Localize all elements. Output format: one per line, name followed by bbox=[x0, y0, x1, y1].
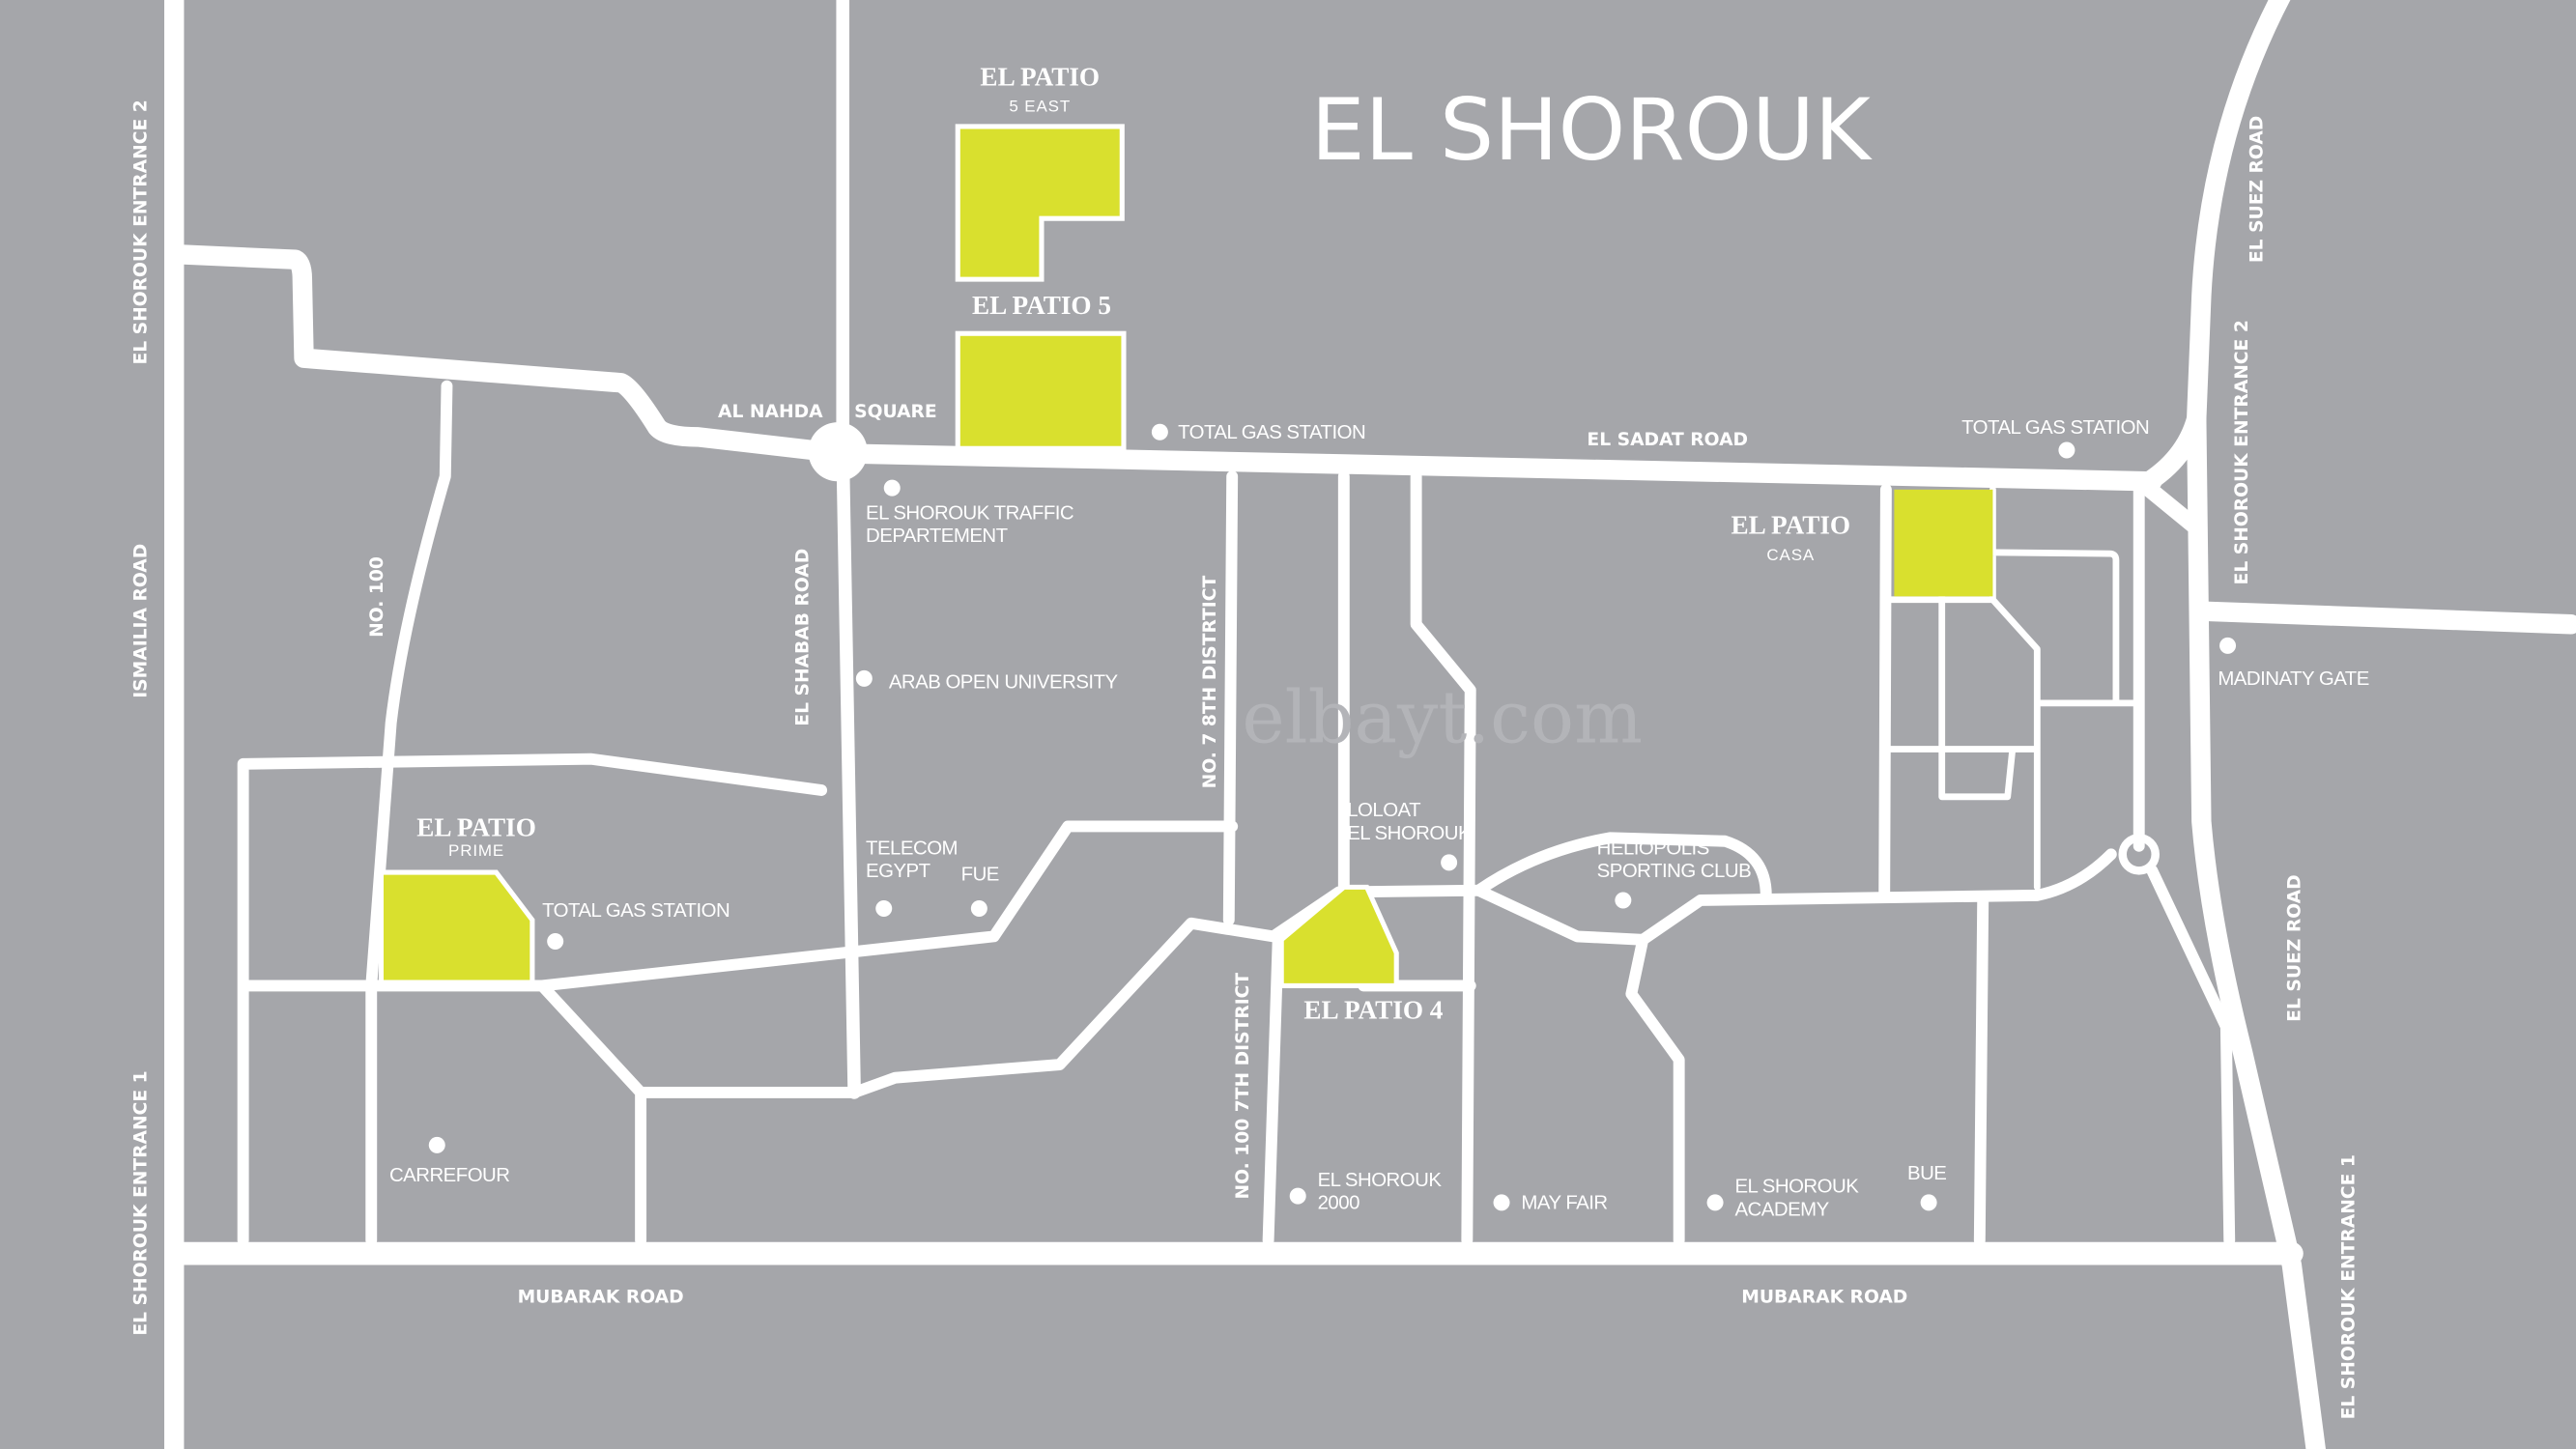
plot-el-patio-5[interactable] bbox=[955, 330, 1127, 451]
plot-el-patio-prime[interactable] bbox=[378, 869, 535, 985]
poi-label: TELECOM bbox=[866, 838, 958, 859]
poi-marker bbox=[1615, 892, 1632, 909]
poi-label: CARREFOUR bbox=[389, 1165, 510, 1186]
poi-marker bbox=[547, 932, 564, 950]
poi-label: EL SHOROUK bbox=[1318, 1170, 1443, 1191]
road-label: NO. 100 bbox=[367, 556, 387, 638]
poi-label: FUE bbox=[961, 865, 999, 886]
poi-label: EL SHOROUK bbox=[1734, 1177, 1859, 1198]
poi-label: MADINATY GATE bbox=[2218, 668, 2368, 690]
plot-el-patio-4[interactable] bbox=[1278, 884, 1399, 988]
road-label: EL SHOROUK ENTRANCE 1 bbox=[130, 1070, 151, 1335]
road-label: NO. 100 7TH DISTRICT bbox=[1233, 973, 1253, 1200]
poi-marker bbox=[970, 899, 987, 917]
road-label: EL SADAT ROAD bbox=[1587, 430, 1748, 450]
project-name: EL PATIO bbox=[416, 813, 536, 842]
project-name: EL PATIO bbox=[1731, 511, 1850, 540]
poi-marker bbox=[1493, 1194, 1510, 1211]
project-sub: 5 EAST bbox=[1009, 98, 1071, 116]
project-plots bbox=[378, 124, 1993, 988]
project-labels: EL PATIO 5 EAST EL PATIO 5 EL PATIO CASA… bbox=[416, 62, 1850, 1024]
poi-marker bbox=[2219, 637, 2237, 654]
poi-label: TOTAL GAS STATION bbox=[542, 900, 730, 922]
poi-marker bbox=[1706, 1194, 1724, 1211]
poi-label: EL SHOROUK TRAFFIC bbox=[866, 502, 1073, 524]
road-mid bbox=[241, 820, 1239, 992]
road-no100 bbox=[365, 380, 453, 1246]
road-el-suez bbox=[2187, 409, 2326, 1449]
road-heliopolis bbox=[1473, 832, 1772, 901]
road-el-suez-top bbox=[2133, 0, 2291, 495]
poi-label: SPORTING CLUB bbox=[1597, 861, 1752, 882]
road-madinaty bbox=[2191, 601, 2576, 635]
poi-marker bbox=[428, 1136, 445, 1153]
road-south-loop bbox=[536, 848, 2117, 1246]
road-district-verticals bbox=[1222, 470, 1476, 1246]
poi-marker bbox=[1151, 423, 1168, 440]
poi-marker bbox=[875, 899, 893, 917]
poi-label: TOTAL GAS STATION bbox=[1961, 417, 2149, 439]
poi-label: DEPARTEMENT bbox=[866, 526, 1008, 547]
road-academy bbox=[1625, 933, 1685, 1246]
project-name: EL PATIO 4 bbox=[1303, 995, 1443, 1024]
road-casa-grid bbox=[1882, 486, 2139, 891]
project-sub: PRIME bbox=[448, 841, 504, 860]
points-of-interest: TOTAL GAS STATION EL SHOROUK TRAFFIC DEP… bbox=[389, 417, 2369, 1221]
poi-label: BUE bbox=[1907, 1163, 1946, 1184]
poi-marker bbox=[855, 669, 873, 687]
road-label: EL SHOROUK ENTRANCE 2 bbox=[2232, 320, 2252, 584]
road-labels: EL SHOROUK ENTRANCE 2 ISMAILIA ROAD EL S… bbox=[130, 99, 2359, 1419]
road-east-verticals bbox=[1878, 483, 2236, 1246]
poi-marker bbox=[2058, 441, 2075, 459]
road-label: EL SHOROUK ENTRANCE 1 bbox=[2338, 1154, 2359, 1419]
project-name: EL PATIO 5 bbox=[972, 291, 1111, 320]
road-label: EL SUEZ ROAD bbox=[2247, 116, 2267, 263]
square-label: SQUARE bbox=[854, 402, 937, 422]
poi-marker bbox=[1920, 1194, 1937, 1211]
poi-marker bbox=[883, 479, 901, 497]
plot-el-patio-casa[interactable] bbox=[1894, 489, 1993, 597]
road-el-sadat bbox=[174, 244, 2162, 492]
project-sub: CASA bbox=[1766, 546, 1815, 564]
poi-label: EL SHOROUK bbox=[1347, 823, 1472, 844]
road-west-loop bbox=[237, 753, 828, 1246]
map-title: EL SHOROUK bbox=[1311, 80, 1873, 180]
road-label: EL SUEZ ROAD bbox=[2284, 874, 2304, 1021]
poi-label: LOLOAT bbox=[1347, 800, 1420, 821]
poi-marker bbox=[1289, 1187, 1306, 1205]
road-label: EL SHOROUK ENTRANCE 2 bbox=[130, 99, 151, 364]
roundabout bbox=[2118, 834, 2160, 875]
road-label: NO. 7 8TH DISTRTICT bbox=[1200, 576, 1220, 789]
project-name: EL PATIO bbox=[980, 62, 1100, 91]
road-label: MUBARAK ROAD bbox=[1741, 1288, 1907, 1308]
road-label: MUBARAK ROAD bbox=[518, 1288, 684, 1308]
poi-label: TOTAL GAS STATION bbox=[1178, 422, 1365, 443]
road-link bbox=[2135, 476, 2207, 538]
road-label: EL SHABAB ROAD bbox=[793, 549, 814, 726]
poi-label: HELIOPOLIS bbox=[1597, 838, 1709, 859]
poi-label: ACADEMY bbox=[1734, 1200, 1829, 1221]
watermark: elbayt.com bbox=[1242, 676, 1643, 760]
poi-marker bbox=[1441, 854, 1458, 871]
al-nahda-square bbox=[808, 422, 868, 482]
square-label: AL NAHDA bbox=[718, 402, 823, 422]
poi-label: 2000 bbox=[1318, 1193, 1360, 1214]
plot-el-patio-5-east[interactable] bbox=[955, 124, 1125, 282]
road-label: ISMAILIA ROAD bbox=[130, 544, 151, 698]
poi-label: ARAB OPEN UNIVERSITY bbox=[889, 672, 1119, 694]
poi-label: MAY FAIR bbox=[1521, 1193, 1607, 1214]
poi-label: EGYPT bbox=[866, 861, 930, 882]
